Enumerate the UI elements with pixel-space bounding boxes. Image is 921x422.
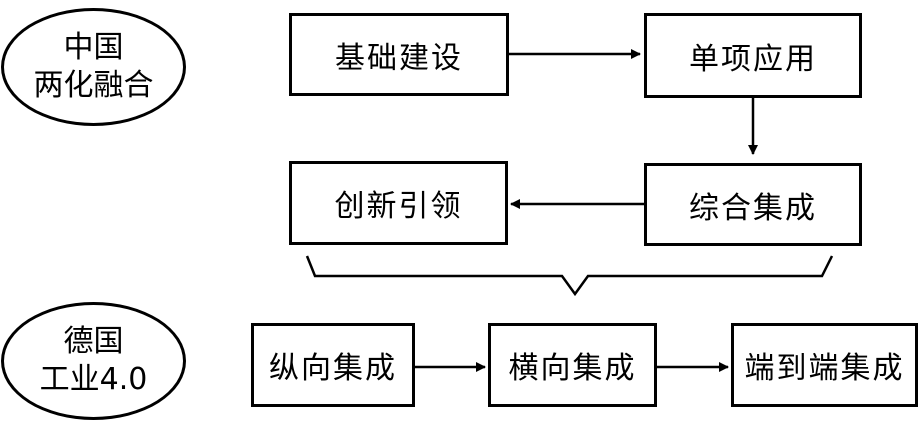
china-label-line2: 两化融合 xyxy=(33,68,154,103)
bracket-brace xyxy=(305,255,834,297)
step-box-danxiang-yingyong: 单项应用 xyxy=(644,13,862,98)
step-box-zongxiang-jicheng: 纵向集成 xyxy=(251,323,415,407)
china-label-line1: 中国 xyxy=(63,30,124,65)
china-label-ellipse: 中国 两化融合 xyxy=(1,8,186,126)
step-box-hengxiang-jicheng: 横向集成 xyxy=(488,323,657,407)
germany-label-line2: 工业4.0 xyxy=(39,362,148,397)
germany-label-ellipse: 德国 工业4.0 xyxy=(1,302,186,420)
germany-label-line1: 德国 xyxy=(63,324,124,359)
step-box-duandaoduan-jicheng: 端到端集成 xyxy=(731,323,918,407)
step-box-jichu-jianshe: 基础建设 xyxy=(289,13,509,96)
step-box-chuangxin-yinling: 创新引领 xyxy=(289,161,508,245)
step-box-zonghe-jicheng: 综合集成 xyxy=(644,163,862,246)
